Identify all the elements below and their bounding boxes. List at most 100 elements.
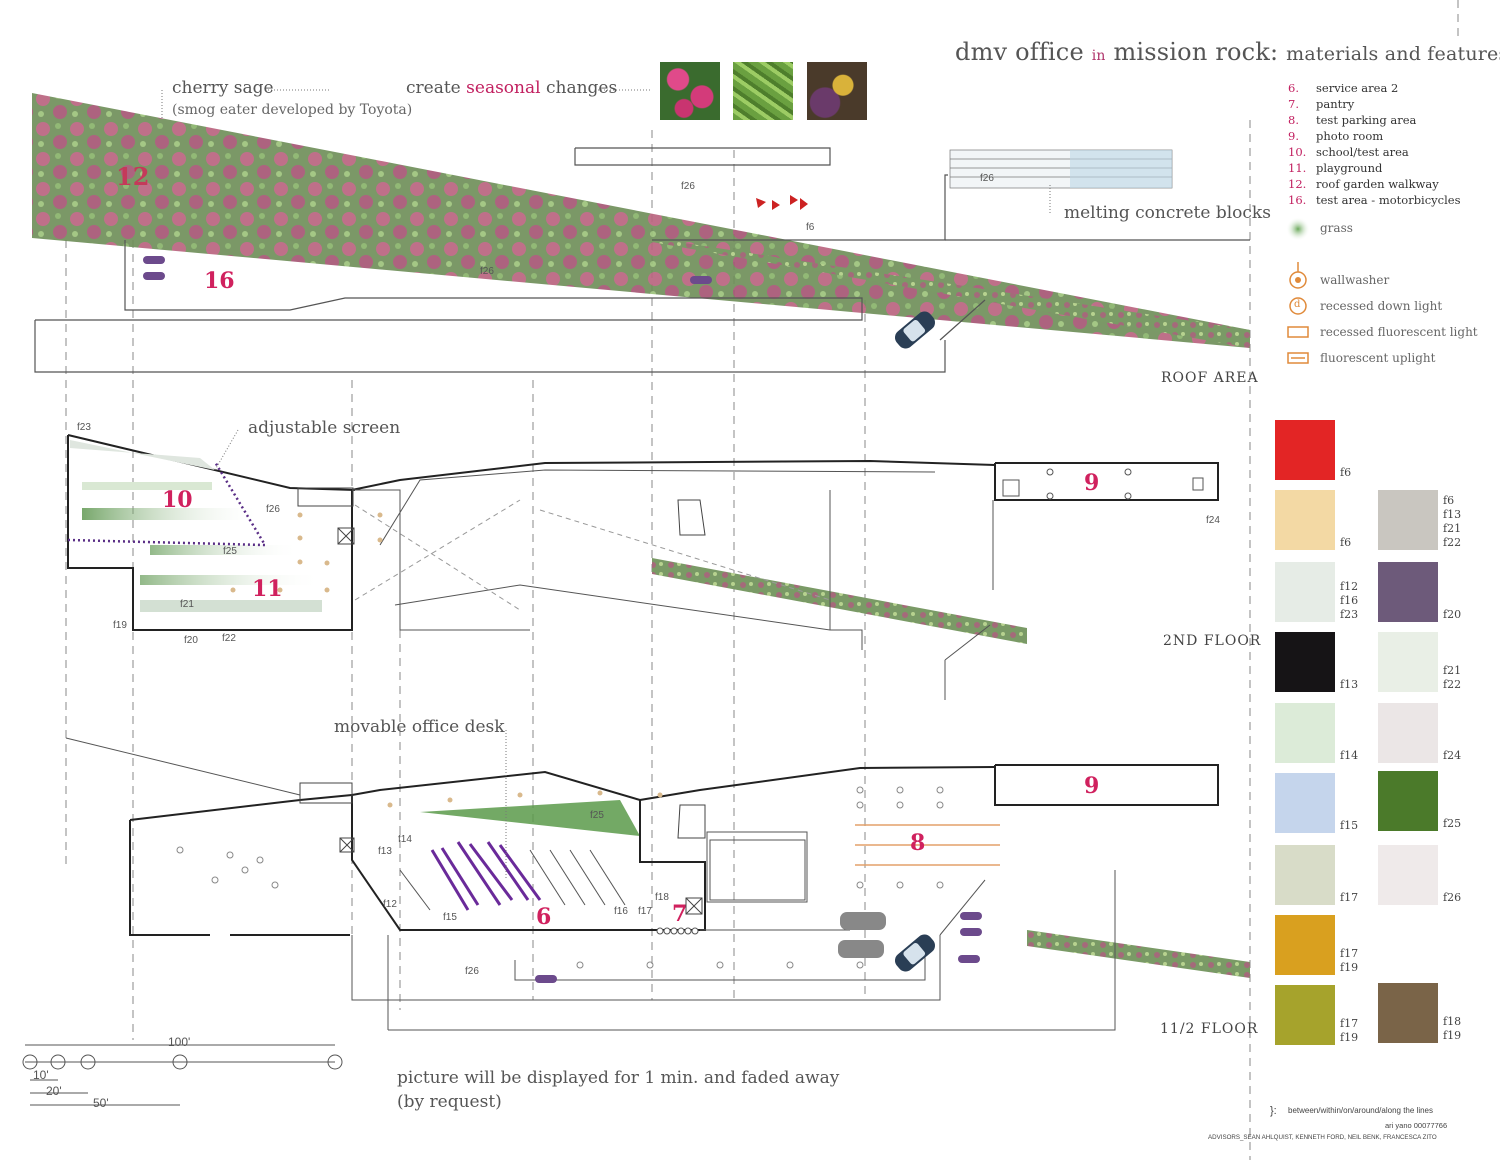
- area-10-label: 10: [162, 487, 193, 513]
- legend-area-label: playground: [1316, 161, 1383, 175]
- down-light-icon: d: [1294, 299, 1301, 310]
- material-swatch: [1275, 562, 1335, 622]
- legend-grass-label: grass: [1320, 221, 1353, 235]
- material-swatch-labels: f14: [1340, 749, 1358, 763]
- seasonal-photo-flowers: [660, 62, 720, 120]
- scale-20: 20': [46, 1084, 62, 1098]
- legend-area-number: 16.: [1288, 193, 1307, 207]
- legend-area-number: 10.: [1288, 145, 1307, 159]
- material-code: f26: [1443, 891, 1462, 904]
- note-melting: melting concrete blocks: [1064, 203, 1271, 223]
- material-swatch-labels: f6: [1340, 466, 1351, 480]
- legend-area-label: service area 2: [1316, 81, 1399, 95]
- material-swatch-labels: f26: [1443, 891, 1461, 905]
- material-swatch-labels: f6: [1340, 536, 1351, 550]
- tag-f17: f17: [638, 906, 652, 917]
- scale-100: 100': [168, 1035, 191, 1049]
- area-11-label: 11: [252, 576, 283, 602]
- material-code: f22: [1443, 536, 1462, 549]
- scale-50: 50': [93, 1096, 109, 1110]
- title-part1: dmv office: [955, 38, 1084, 66]
- note-create: create: [406, 78, 461, 98]
- legend-area-number: 6.: [1288, 81, 1299, 95]
- material-code: f17: [1340, 1017, 1359, 1030]
- material-code: f18: [1443, 1015, 1462, 1028]
- tag-f13: f13: [378, 846, 392, 857]
- area-16-label: 16: [204, 268, 235, 294]
- material-swatch-labels: f25: [1443, 817, 1461, 831]
- tag-f15: f15: [443, 912, 457, 923]
- material-swatch: [1378, 845, 1438, 905]
- tag-f12: f12: [383, 899, 397, 910]
- note-picture-line2: (by request): [397, 1092, 502, 1112]
- tag-f23: f23: [77, 422, 91, 433]
- material-swatch: [1275, 703, 1335, 763]
- area-9-label-1st: 9: [1084, 773, 1100, 799]
- material-code: f23: [1340, 608, 1359, 621]
- material-code: f20: [1443, 608, 1462, 621]
- tag-f18: f18: [655, 892, 669, 903]
- tag-f24: f24: [1206, 515, 1220, 526]
- legend-area-label: test area - motorbicycles: [1316, 193, 1461, 207]
- material-code: f21: [1443, 522, 1462, 535]
- footer-motto: between/within/on/around/along the lines: [1288, 1106, 1433, 1115]
- legend-recessed-fluor-label: recessed fluorescent light: [1320, 325, 1478, 339]
- material-code: f22: [1443, 678, 1462, 691]
- material-swatch: [1275, 420, 1335, 480]
- legend-area-item: 9.photo room: [1288, 128, 1461, 144]
- tag-f26-roof-blocks: f26: [980, 173, 994, 184]
- tag-f26-roof: f26: [681, 181, 695, 192]
- tag-f19: f19: [113, 620, 127, 631]
- legend-area-item: 6. service area 2: [1288, 80, 1461, 96]
- material-code: f17: [1340, 947, 1359, 960]
- material-code: f25: [1443, 817, 1462, 830]
- tag-f26-2nd: f26: [266, 504, 280, 515]
- material-swatch: [1378, 490, 1438, 550]
- material-swatch-labels: f13: [1340, 678, 1358, 692]
- material-code: f13: [1443, 508, 1462, 521]
- title-part3: mission rock:: [1113, 38, 1279, 66]
- sheet-title: dmv office in mission rock: materials an…: [955, 38, 1500, 66]
- tag-f25-1st: f25: [590, 810, 604, 821]
- material-code: f24: [1443, 749, 1462, 762]
- material-swatch: [1378, 632, 1438, 692]
- material-code: f17: [1340, 891, 1359, 904]
- legend-area-number: 8.: [1288, 113, 1299, 127]
- material-code: f12: [1340, 580, 1359, 593]
- legend-area-number: 7.: [1288, 97, 1299, 111]
- seasonal-photo-autumn: [807, 62, 867, 120]
- material-code: f21: [1443, 664, 1462, 677]
- area-7-label: 7: [672, 901, 688, 927]
- material-code: f14: [1340, 749, 1359, 762]
- footer-advisors: ADVISORS_SEAN AHLQUIST, KENNETH FORD, NE…: [1208, 1134, 1437, 1141]
- tag-f21: f21: [180, 599, 194, 610]
- material-swatch: [1378, 771, 1438, 831]
- tag-f20: f20: [184, 635, 198, 646]
- note-cherry-sage: cherry sage: [172, 78, 274, 98]
- tag-f16: f16: [614, 906, 628, 917]
- material-swatch: [1378, 562, 1438, 622]
- footer-id: ari yano 00077766: [1385, 1121, 1448, 1130]
- legend-area-number: 11.: [1288, 161, 1307, 175]
- material-code: f6: [1340, 466, 1352, 479]
- tag-f14: f14: [398, 834, 412, 845]
- area-6-label: 6: [536, 904, 552, 930]
- footer-brace: }:: [1270, 1105, 1277, 1117]
- material-swatch: [1378, 703, 1438, 763]
- legend-area-label: roof garden walkway: [1316, 177, 1439, 191]
- material-swatch: [1275, 773, 1335, 833]
- legend-wallwasher-label: wallwasher: [1320, 273, 1390, 287]
- material-swatch: [1275, 915, 1335, 975]
- legend-area-item: 16. test area - motorbicycles: [1288, 192, 1461, 208]
- title-part2: in: [1091, 48, 1106, 64]
- material-code: f13: [1340, 678, 1359, 691]
- note-seasonal: create seasonal changes: [406, 78, 617, 98]
- legend-area-label: test parking area: [1316, 113, 1417, 127]
- area-12-label: 12: [116, 162, 150, 191]
- legend-area-number: 12.: [1288, 177, 1307, 191]
